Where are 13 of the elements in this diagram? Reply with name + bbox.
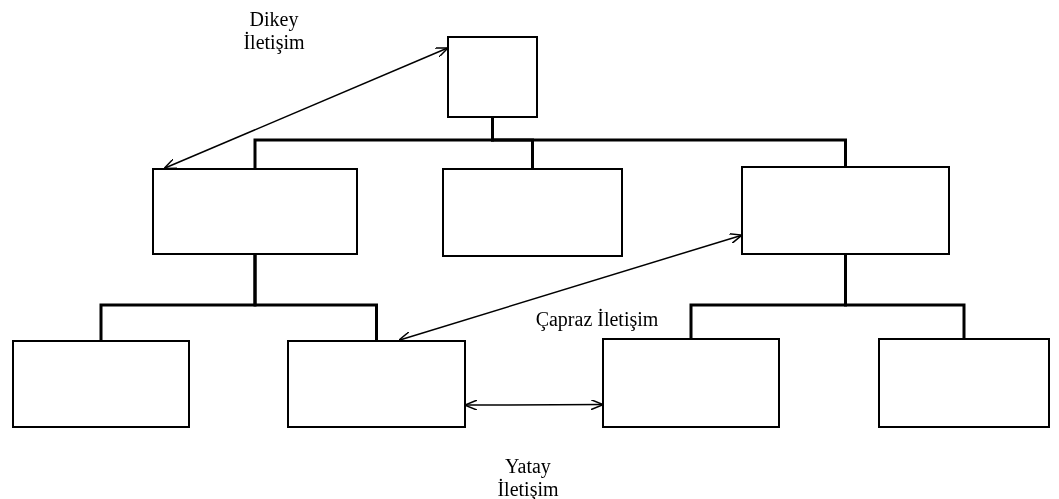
org-chart-box — [741, 166, 950, 255]
double-arrow — [398, 233, 743, 343]
org-chart-box — [152, 168, 358, 255]
org-chart-box — [447, 36, 538, 118]
double-arrow — [163, 47, 449, 170]
org-chart-box — [442, 168, 623, 257]
org-chart-box — [12, 340, 190, 428]
org-chart-box — [602, 338, 780, 428]
org-chart-box — [287, 340, 466, 428]
connector-line — [491, 118, 847, 166]
connector-line — [844, 255, 966, 338]
org-chart-box — [878, 338, 1050, 428]
connector-line — [253, 255, 378, 340]
